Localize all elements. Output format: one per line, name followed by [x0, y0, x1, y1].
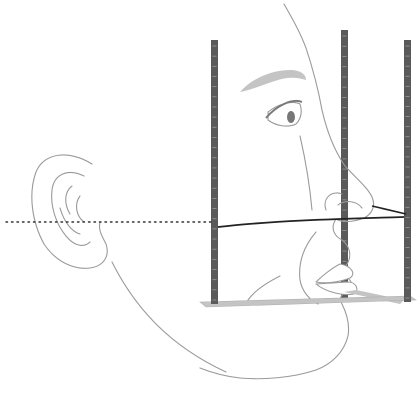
jaw-line — [112, 262, 226, 372]
cheek-line — [300, 136, 312, 210]
nose-connector-line — [372, 206, 406, 214]
eyebrow — [240, 70, 306, 92]
horizontal-reference-line — [218, 217, 404, 227]
ear-fold-1 — [66, 186, 72, 214]
nose-wing — [325, 193, 342, 210]
nasolabial-line — [300, 232, 318, 304]
ear-fold-2 — [77, 196, 84, 222]
ear-inner — [52, 172, 90, 245]
rod-left-bar — [211, 40, 218, 304]
ear — [32, 155, 107, 268]
rod-back-bar — [341, 30, 348, 298]
head-back — [248, 276, 280, 300]
measurement-rod-back — [341, 30, 348, 298]
eye-lid — [268, 102, 301, 126]
base-platform — [200, 296, 416, 307]
eye — [266, 101, 302, 126]
face-profile — [112, 4, 374, 379]
eye-iris — [287, 111, 295, 123]
lips — [316, 264, 357, 295]
measurement-rod-left — [211, 40, 218, 304]
measurement-rod-right — [404, 40, 411, 302]
rod-right-bar — [404, 40, 411, 302]
